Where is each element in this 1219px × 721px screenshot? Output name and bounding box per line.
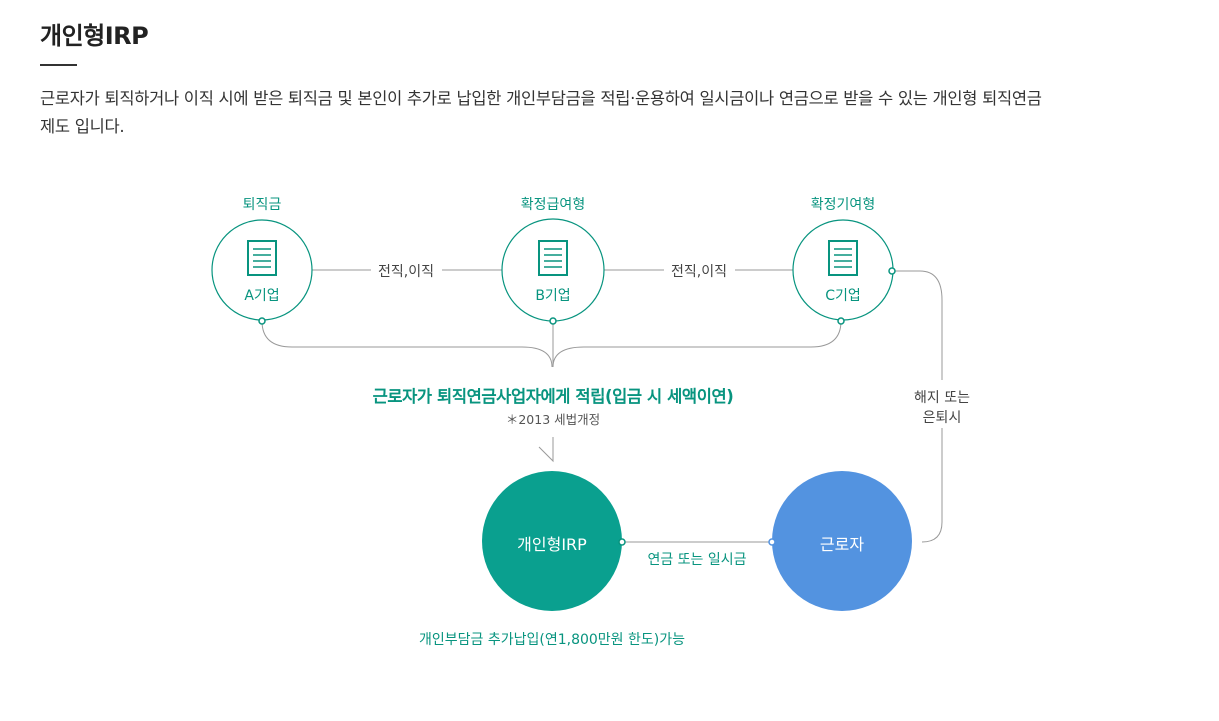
connector-dot-c-right — [888, 267, 896, 275]
company-name-a: A기업 — [244, 288, 280, 304]
worker-label: 근로자 — [819, 535, 865, 554]
company-name-b: B기업 — [535, 288, 571, 304]
transfer-label-b-c: 전직,이직 — [671, 264, 727, 280]
connector-dot-b — [549, 317, 557, 325]
transfer-label-a-b: 전직,이직 — [378, 264, 434, 280]
company-circle-a — [211, 219, 313, 321]
cancel-label-line-1: 해지 또는 — [914, 390, 970, 406]
document-icon-c — [828, 240, 858, 276]
merge-line-c — [552, 320, 842, 368]
company-top-label-c: 확정기여형 — [810, 197, 876, 213]
cancel-label-line-2: 은퇴시 — [922, 410, 962, 426]
connector-dot-a — [258, 317, 266, 325]
arrow-to-irp — [538, 437, 554, 463]
payout-label: 연금 또는 일시금 — [647, 552, 747, 568]
company-name-c: C기업 — [825, 288, 861, 304]
worker-circle — [772, 471, 912, 611]
cancel-label: 해지 또는 은퇴시 — [914, 388, 970, 428]
cancel-path-line-lower — [921, 428, 943, 543]
merge-line-a — [261, 320, 553, 368]
irp-label: 개인형IRP — [517, 535, 587, 554]
company-circle-b — [501, 218, 605, 322]
description-line-1: 근로자가 퇴직하거나 이직 시에 받은 퇴직금 및 본인이 추가로 납입한 개인… — [40, 89, 1042, 108]
document-icon-a — [247, 240, 277, 276]
description-line-2: 제도 입니다. — [40, 117, 125, 136]
irp-circle — [482, 471, 622, 611]
connector-dot-irp — [618, 538, 626, 546]
page-description: 근로자가 퇴직하거나 이직 시에 받은 퇴직금 및 본인이 추가로 납입한 개인… — [40, 85, 1160, 141]
document-icon-b — [538, 240, 568, 276]
cancel-path-line — [893, 270, 943, 380]
company-top-label-b: 확정급여형 — [520, 197, 586, 213]
extra-payment-label: 개인부담금 추가납입(연1,800만원 한도)가능 — [419, 632, 685, 648]
accumulate-label: 근로자가 퇴직연금사업자에게 적립(입금 시 세액이연) — [372, 387, 734, 406]
connector-dot-c — [837, 317, 845, 325]
page-title: 개인형IRP — [40, 22, 149, 50]
title-divider — [40, 64, 77, 66]
tax-note: ＊2013 세법개정 — [505, 412, 601, 427]
company-top-label-a: 퇴직금 — [242, 197, 282, 213]
connector-dot-worker — [768, 538, 776, 546]
company-circle-c — [792, 219, 894, 321]
